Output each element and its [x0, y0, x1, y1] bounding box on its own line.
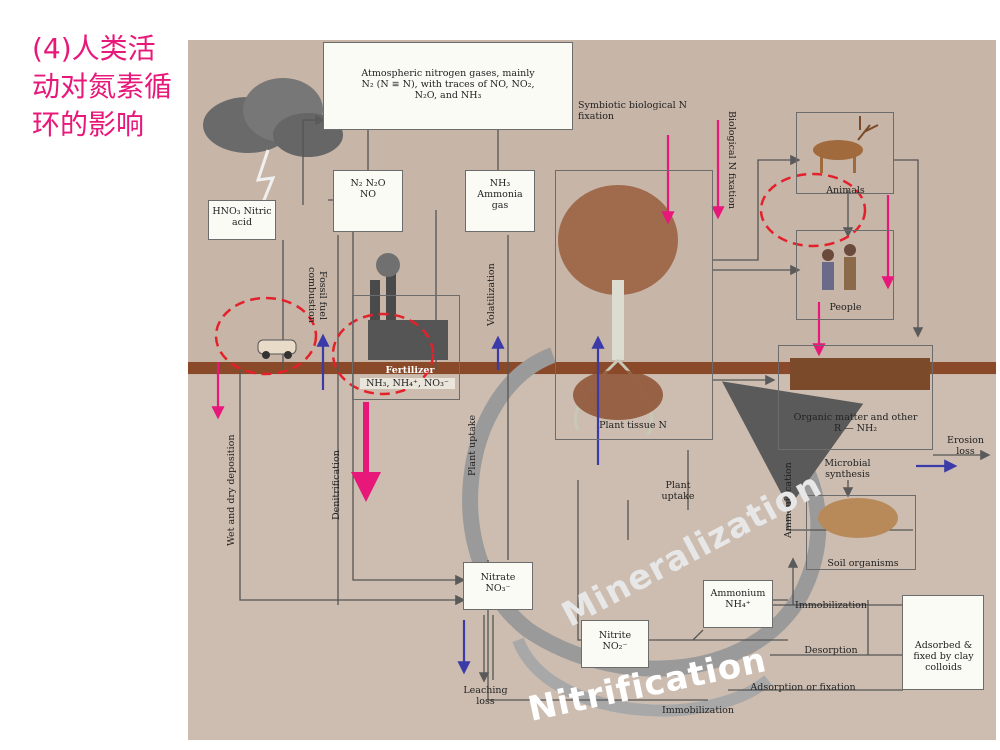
organic-matter-box — [778, 345, 933, 450]
plant-tissue-box — [555, 170, 713, 440]
mineralization-loop — [462, 347, 864, 677]
dashed-circle-animals — [759, 172, 867, 248]
adsorbed-label: Adsorbed & fixed by clay colloids — [913, 640, 974, 673]
slide-title: (4)人类活动对氮素循环的影响 — [32, 32, 173, 141]
symbiotic-label: Symbiotic biological N fixation — [578, 100, 687, 122]
wet-dry-deposition-label: Wet and dry deposition — [226, 434, 237, 546]
atmosphere-label: Atmospheric nitrogen gases, mainly N₂ (N… — [361, 68, 535, 101]
car-illustration — [257, 339, 297, 359]
soil-organisms-illustration — [818, 498, 898, 538]
dashed-circle-car — [214, 296, 318, 376]
soil-organisms-box — [806, 495, 916, 570]
desorption-label: Desorption — [804, 645, 858, 656]
fertilizer-label: Fertilizer — [385, 365, 435, 376]
people-box — [796, 230, 894, 320]
nox-label: N₂ N₂O NO — [350, 178, 386, 200]
animals-box — [796, 112, 894, 194]
biological-label: Biological N fixation — [726, 110, 737, 210]
people-illustration — [822, 244, 856, 290]
nitric-acid-label: HNO₃ Nitric acid — [212, 206, 272, 228]
leaching-label: Leaching loss — [463, 685, 508, 707]
factory-illustration — [368, 253, 448, 360]
tree-illustration — [558, 185, 678, 436]
organic-matter-label: Organic matter and other R — NH₂ — [793, 412, 918, 434]
dashed-circle-fertilizer — [331, 312, 435, 396]
diagram-graphics — [188, 40, 996, 740]
fertilizer-formula: NH₃, NH₄⁺, NO₃⁻ — [360, 378, 455, 389]
fossil-label: Fossil fuel combustion — [306, 267, 328, 323]
nitrification-arc — [512, 637, 772, 717]
plant-uptake-side-label: Plant uptake — [467, 414, 478, 476]
ammonium-label: Ammonium NH₄⁺ — [710, 588, 766, 610]
organic-matter-texture — [790, 358, 930, 390]
microbial-synthesis-label: Microbial synthesis — [824, 458, 871, 480]
adsorption-label: Adsorption or fixation — [750, 682, 856, 693]
people-label: People — [829, 302, 862, 313]
nox-box — [333, 170, 403, 232]
animals-label: Animals — [826, 185, 865, 196]
immobilization-bottom-label: Immobilization — [661, 705, 735, 716]
denitrification-label: Denitrification — [331, 450, 342, 520]
nitric-acid-box — [208, 200, 276, 240]
volatilization-label: Volatilization — [486, 263, 497, 327]
nitrite-box — [581, 620, 649, 668]
soil-organisms-label: Soil organisms — [827, 558, 899, 569]
ammonium-box — [703, 580, 773, 628]
fertilizer-box — [352, 295, 460, 400]
atmosphere-box — [323, 42, 573, 130]
plant-uptake-label: Plant uptake — [661, 480, 695, 502]
plant-tissue-label: Plant tissue N — [599, 420, 667, 431]
ammonia-gas-label: NH₃ Ammonia gas — [477, 178, 523, 211]
erosion-label: Erosion loss — [947, 435, 984, 457]
immobilization-label: Immobilization — [794, 600, 868, 611]
nitrogen-cycle-diagram: Atmospheric nitrogen gases, mainly N₂ (N… — [188, 40, 996, 740]
nitrite-label: Nitrite NO₂⁻ — [598, 630, 632, 652]
nitrate-label: Nitrate NO₃⁻ — [480, 572, 516, 594]
ammonia-gas-box — [465, 170, 535, 232]
nitrate-box — [463, 562, 533, 610]
deer-illustration — [813, 116, 879, 173]
adsorbed-box — [902, 595, 984, 690]
